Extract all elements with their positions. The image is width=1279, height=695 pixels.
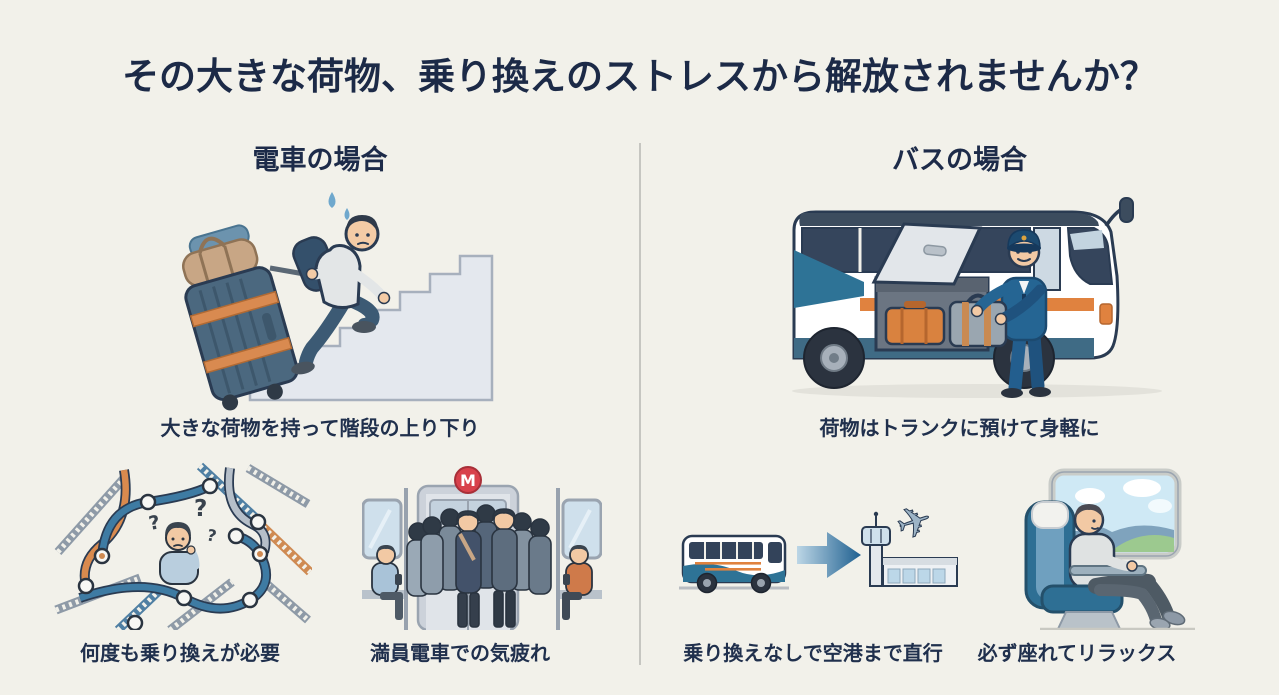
station-nodes	[77, 477, 269, 630]
standing-crowd	[406, 504, 552, 628]
stairs-luggage-illustration	[182, 192, 494, 411]
train-column-header: 電車の場合	[252, 145, 388, 175]
sweat-drop	[328, 192, 336, 208]
bus-trunk-loading-illustration	[792, 197, 1162, 398]
plane-icon: ✈	[890, 493, 939, 550]
bus-main-caption: 荷物はトランクに預けて身軽に	[819, 418, 1100, 440]
tired-traveler	[291, 192, 391, 375]
relaxing-seat-illustration	[1024, 468, 1195, 630]
question-mark: ?	[147, 511, 162, 535]
seat-base	[1056, 611, 1122, 630]
passenger-legs	[1088, 573, 1186, 630]
metro-badge-letter: M	[460, 471, 476, 490]
bus-sub1-caption: 乗り換えなしで空港まで直行	[683, 643, 943, 665]
bus-to-airport-illustration: ✈	[679, 493, 958, 594]
train-main-caption: 大きな荷物を持って階段の上り下り	[160, 418, 480, 440]
bus-column-header: バスの場合	[892, 145, 1027, 175]
bus-sub2-caption: 必ず座れてリラックス	[977, 643, 1177, 665]
seated-passenger-right	[560, 545, 602, 620]
metro-door-badge: M	[454, 466, 482, 494]
train-sub2-caption: 満員電車での気疲れ	[370, 643, 550, 665]
question-mark: ?	[205, 525, 218, 546]
airport: ✈	[861, 493, 958, 587]
bus-driver	[948, 229, 1051, 398]
question-mark: ?	[194, 496, 207, 522]
passenger-arm	[1085, 545, 1138, 572]
column-divider	[639, 143, 641, 665]
seated-passenger-left	[362, 545, 404, 620]
metro-map-illustration: ? ? ?	[54, 462, 312, 630]
train-sub1-caption: 何度も乗り換えが必要	[80, 643, 280, 665]
mini-bus	[679, 534, 789, 594]
large-suitcase	[182, 224, 299, 411]
reclining-seat	[1024, 500, 1076, 610]
page-title: その大きな荷物、乗り換えのストレスから解放されませんか？	[122, 56, 1157, 97]
sweat-drop	[344, 208, 350, 220]
crowded-train-illustration: M	[362, 466, 602, 630]
confused-person: ? ? ?	[147, 496, 218, 585]
arrow-icon	[797, 532, 861, 578]
